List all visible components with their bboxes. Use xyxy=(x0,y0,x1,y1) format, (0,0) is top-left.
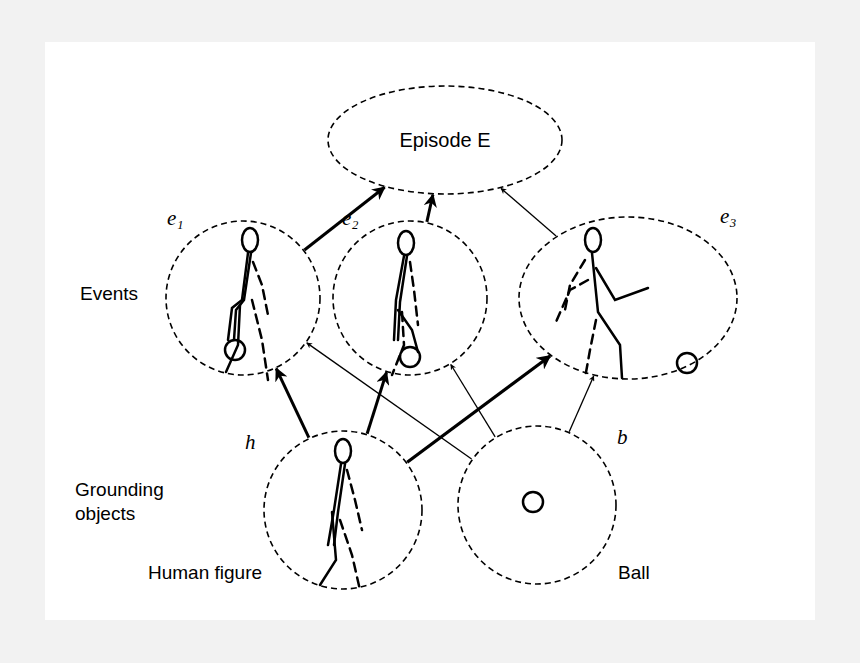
dribbling-figure xyxy=(392,231,420,375)
event-ellipse: e₃ xyxy=(518,216,738,380)
arrow-connector xyxy=(427,195,433,222)
event-circle: e₂ xyxy=(332,220,488,376)
dashed-outline xyxy=(333,221,487,375)
node-heading: h xyxy=(245,430,256,454)
dashed-outline xyxy=(519,217,737,379)
arrow-connector xyxy=(501,188,556,236)
dashed-outline xyxy=(458,426,616,584)
arrow-connector xyxy=(451,364,495,436)
dashed-outline xyxy=(166,221,320,375)
kicking-figure xyxy=(556,228,697,378)
arrow-connector xyxy=(407,356,550,462)
walking-figure xyxy=(225,228,268,380)
arrow-connector xyxy=(304,187,384,250)
event-circle: e₁ xyxy=(165,220,321,376)
arrow-connector xyxy=(367,372,386,433)
dashed-outline xyxy=(328,86,562,194)
object-label: Human figure xyxy=(148,561,288,585)
node-heading: b xyxy=(617,425,628,449)
node-heading: e₂ xyxy=(342,206,359,230)
episode-label: Episode E xyxy=(399,128,490,152)
arrow-connector xyxy=(569,376,594,432)
node-heading: e₃ xyxy=(720,204,737,228)
row-label: Events xyxy=(80,282,200,306)
object-label: Ball xyxy=(618,561,698,585)
frame-panel xyxy=(45,42,815,620)
dashed-outline xyxy=(264,431,422,589)
object-circle: b xyxy=(457,425,617,585)
human-figure-drawing xyxy=(320,439,362,590)
arrow-connector xyxy=(307,343,472,459)
object-circle: h xyxy=(263,430,423,590)
ball-drawing xyxy=(523,492,543,512)
episode-ellipse: Episode E xyxy=(327,85,563,195)
node-heading: e₁ xyxy=(167,206,184,230)
row-label: Grounding objects xyxy=(75,478,185,526)
arrow-connector xyxy=(276,369,309,438)
